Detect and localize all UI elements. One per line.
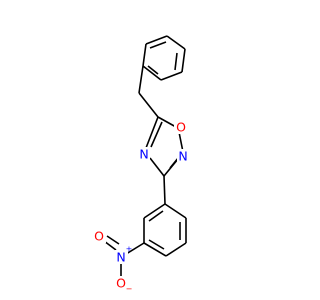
atom-N2: N [177,149,189,164]
bond [147,65,159,75]
bond [125,242,145,255]
bond [106,235,120,245]
bond [142,43,147,67]
bond [145,35,168,45]
structure-canvas: O N N N + O − O [93,35,189,294]
bond [174,52,178,71]
atom-label: O [94,229,104,244]
atom-O1: O [174,120,186,135]
benzyl-ring [142,35,186,81]
charge-minus: − [126,285,133,294]
bond [166,35,186,50]
atom-N4: N [138,147,150,162]
bond [178,131,184,153]
bond [149,157,165,177]
bond [145,116,159,149]
atom-label: N [139,147,148,162]
bond [164,203,187,219]
bond [138,92,159,118]
nitrophenyl-ring [143,203,187,257]
bond [142,65,162,81]
molecule-structure: O N N N + O − O [93,35,189,294]
bond [143,242,167,257]
bond [157,116,177,128]
atom-label: N [116,250,125,265]
atom-label: N [178,149,187,164]
atom-label: O [116,276,126,291]
atom-O-nitro-minus: O − [115,276,132,294]
bond [160,71,183,81]
atom-label: O [176,120,186,135]
bond [165,242,187,257]
bond [143,203,166,219]
bond [181,48,186,73]
bond [138,65,144,94]
atom-O-nitro: O [93,229,106,244]
bond [150,121,163,148]
bond [149,41,167,49]
atom-N-nitro: N + [115,245,132,265]
bond [148,239,165,250]
charge-plus: + [126,245,133,254]
bond [163,175,166,205]
bond [148,210,164,222]
